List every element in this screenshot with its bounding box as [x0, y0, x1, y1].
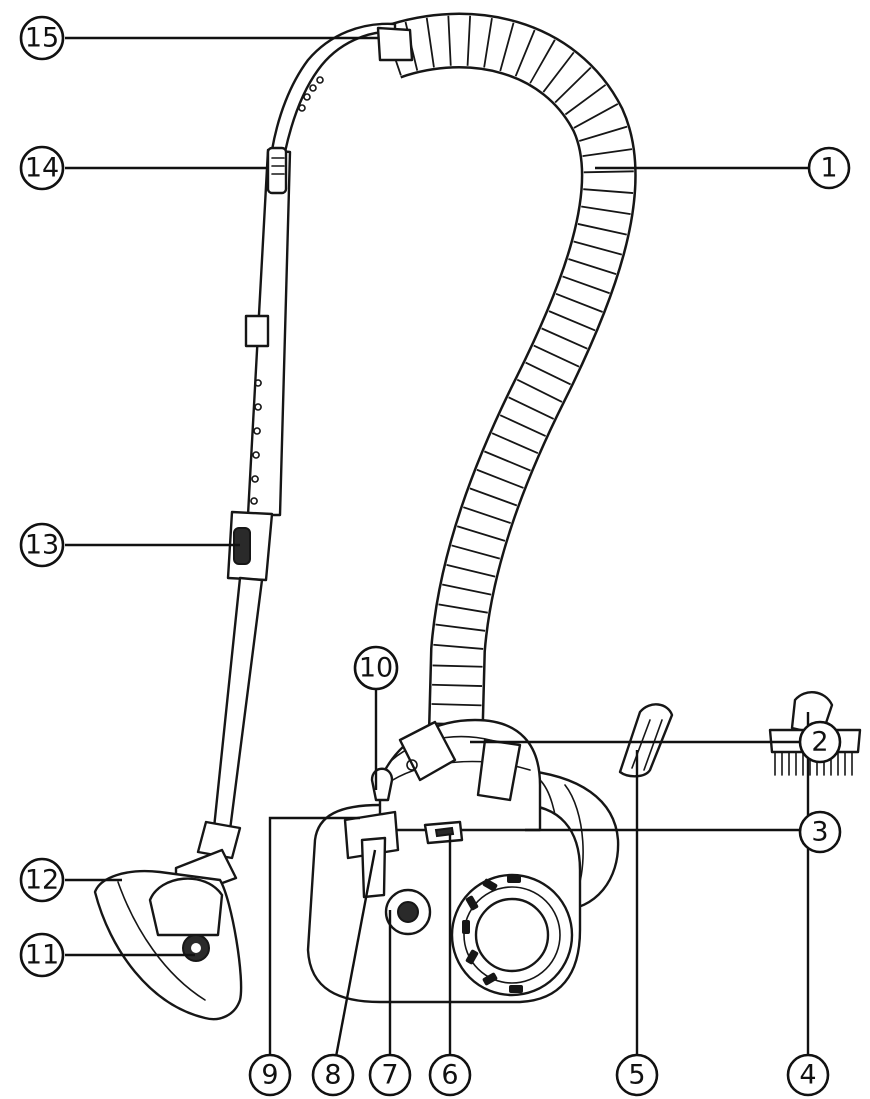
callout-label: 6	[441, 1060, 458, 1091]
callout-circle	[248, 1053, 292, 1097]
callout-label: 14	[25, 153, 59, 184]
callout-circle	[368, 1053, 412, 1097]
callout-circle	[19, 932, 65, 978]
callout-circle	[311, 1053, 355, 1097]
callout-circle	[786, 1053, 830, 1097]
callout-circle	[19, 145, 65, 191]
callout-label: 15	[25, 23, 59, 54]
crevice-tool	[618, 703, 674, 778]
callout-7: 7	[368, 1053, 412, 1097]
callout-circle	[798, 810, 842, 854]
telescopic-tube	[196, 146, 292, 860]
callout-14: 14	[19, 145, 65, 191]
callout-2: 2	[798, 720, 842, 764]
callout-8: 8	[311, 1053, 355, 1097]
callout-circle	[798, 720, 842, 764]
callout-label: 11	[25, 940, 59, 971]
callout-6: 6	[428, 1053, 472, 1097]
callout-label: 12	[25, 865, 59, 896]
callout-1: 1	[807, 146, 851, 190]
callout-circle	[428, 1053, 472, 1097]
callout-circle	[19, 857, 65, 903]
main-unit	[306, 718, 620, 1004]
callout-label: 5	[628, 1060, 645, 1091]
callout-12: 12	[19, 857, 65, 903]
floor-nozzle	[93, 848, 243, 1021]
callout-label: 4	[799, 1060, 816, 1091]
callout-label: 9	[261, 1060, 278, 1091]
callout-3: 3	[798, 810, 842, 854]
callout-15: 15	[19, 15, 65, 61]
callout-4: 4	[786, 1053, 830, 1097]
callout-lines	[65, 36, 815, 1063]
hose-handle	[270, 22, 414, 154]
callout-label: 7	[381, 1060, 398, 1091]
callout-circle	[807, 146, 851, 190]
callout-label: 1	[820, 153, 837, 184]
callout-13: 13	[19, 522, 65, 568]
callout-10: 10	[353, 645, 399, 691]
callout-label: 13	[25, 530, 59, 561]
callout-label: 2	[811, 727, 828, 758]
callout-label: 3	[811, 817, 828, 848]
callout-circle	[615, 1053, 659, 1097]
callout-11: 11	[19, 932, 65, 978]
leader-9	[268, 816, 360, 1062]
leader-8	[333, 849, 377, 1063]
callout-circle	[353, 645, 399, 691]
callout-5: 5	[615, 1053, 659, 1097]
callout-circle	[19, 522, 65, 568]
callout-9: 9	[248, 1053, 292, 1097]
callout-circle	[19, 15, 65, 61]
callout-label: 10	[359, 653, 393, 684]
flexible-hose	[382, 12, 637, 726]
callout-label: 8	[324, 1060, 341, 1091]
